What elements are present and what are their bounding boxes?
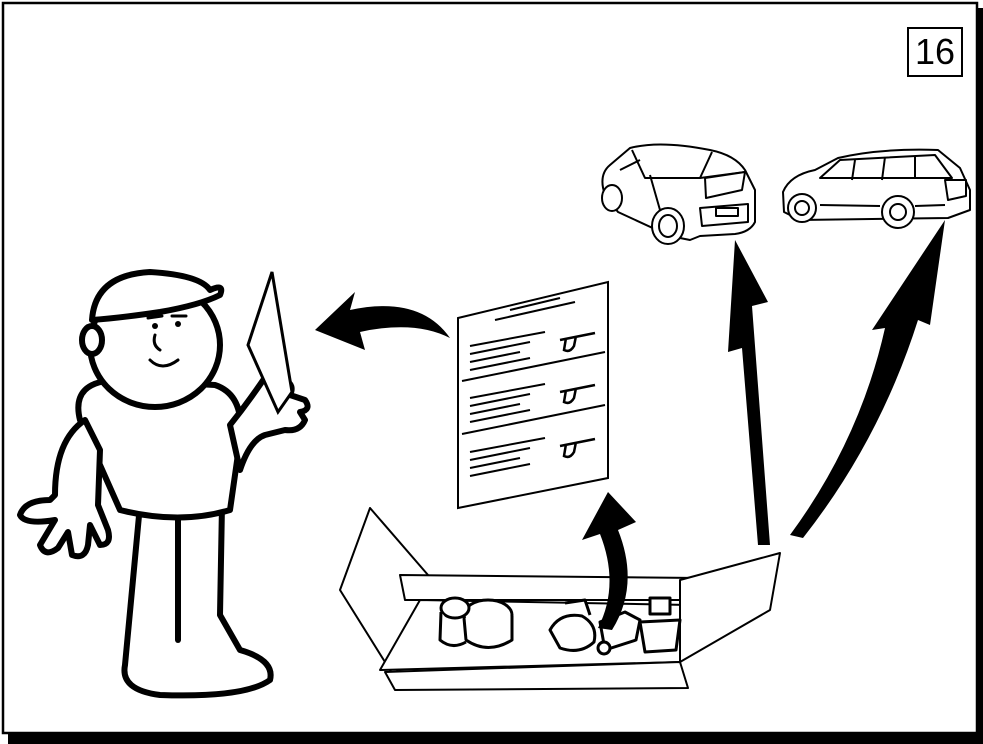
step-number-badge: 16: [907, 27, 963, 77]
step-number-label: 16: [914, 31, 956, 72]
arrow-to-rear-car: [728, 240, 770, 545]
car-side-icon: [782, 148, 971, 229]
arrow-to-mechanic: [315, 292, 450, 350]
mechanic-icon: [17, 269, 311, 699]
held-sheet-icon: [246, 271, 294, 416]
arrow-box-to-sheet: [582, 492, 636, 630]
instruction-sheet-icon: [457, 280, 609, 510]
arrow-to-side-car: [790, 220, 945, 538]
car-rear-icon: [601, 143, 756, 245]
